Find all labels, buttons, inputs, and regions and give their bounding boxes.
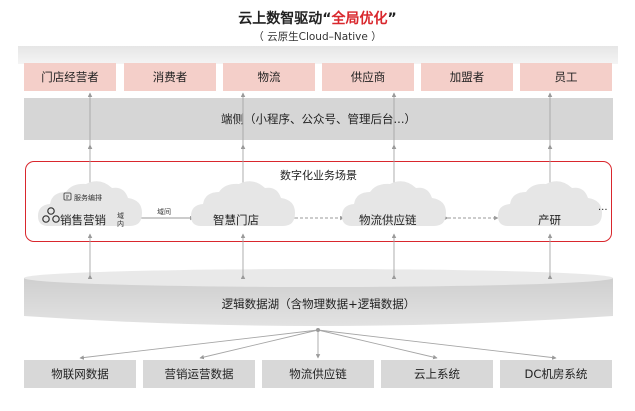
lake-to-sources-lines bbox=[79, 329, 557, 360]
title-suffix: ” bbox=[387, 11, 397, 27]
line-source-marketing bbox=[199, 329, 319, 360]
service-badge-icon bbox=[63, 192, 72, 201]
network-nodes-icon bbox=[42, 207, 60, 223]
title-prefix: 云上数智驱动“ bbox=[238, 11, 332, 27]
domain-inner-label: 域内 bbox=[117, 212, 124, 228]
source-dc-systems: DC机房系统 bbox=[500, 360, 612, 388]
role-store-operator: 门店经营者 bbox=[24, 63, 116, 91]
more-ellipsis: ··· bbox=[598, 205, 608, 216]
channel-bar: 端侧（小程序、公众号、管理后台...） bbox=[24, 98, 613, 140]
role-consumer: 消费者 bbox=[124, 63, 216, 91]
source-marketing-data: 营销运营数据 bbox=[143, 360, 255, 388]
role-supplier: 供应商 bbox=[322, 63, 414, 91]
arrows-channel-to-scene bbox=[87, 144, 553, 188]
line-source-iot bbox=[79, 329, 319, 360]
role-logistics: 物流 bbox=[223, 63, 315, 91]
domain-between-label: 域间 bbox=[157, 208, 171, 216]
source-cloud-systems: 云上系统 bbox=[381, 360, 493, 388]
business-scene-title: 数字化业务场景 bbox=[280, 169, 357, 182]
cloud-label-sales: 销售营销 bbox=[60, 213, 106, 227]
line-source-dc bbox=[317, 329, 557, 360]
arrows-role-to-channel bbox=[87, 92, 553, 149]
data-lake-cylinder bbox=[24, 269, 613, 326]
arrows-scene-to-lake bbox=[87, 233, 553, 279]
line-source-cloud bbox=[317, 329, 438, 360]
role-employee: 员工 bbox=[520, 63, 612, 91]
cloud-label-store: 智慧门店 bbox=[213, 213, 259, 227]
data-lake-label: 逻辑数据湖（含物理数据+逻辑数据） bbox=[221, 297, 416, 311]
cloud-label-rnd: 产研 bbox=[538, 213, 561, 227]
title-highlight: 全局优化 bbox=[331, 11, 388, 27]
role-franchisee: 加盟者 bbox=[421, 63, 513, 91]
diagram-subtitle: （ 云原生Cloud–Native ） bbox=[253, 31, 382, 43]
service-orchestration-badge: 服务编排 bbox=[74, 194, 102, 202]
diagram-title: 云上数智驱动“全局优化” bbox=[0, 8, 635, 28]
cloud-label-logistics: 物流供应链 bbox=[359, 213, 417, 227]
fan-out-hub-dot bbox=[316, 328, 320, 332]
source-logistics-chain: 物流供应链 bbox=[262, 360, 374, 388]
platform-backdrop bbox=[18, 46, 618, 64]
source-iot-data: 物联网数据 bbox=[24, 360, 136, 388]
